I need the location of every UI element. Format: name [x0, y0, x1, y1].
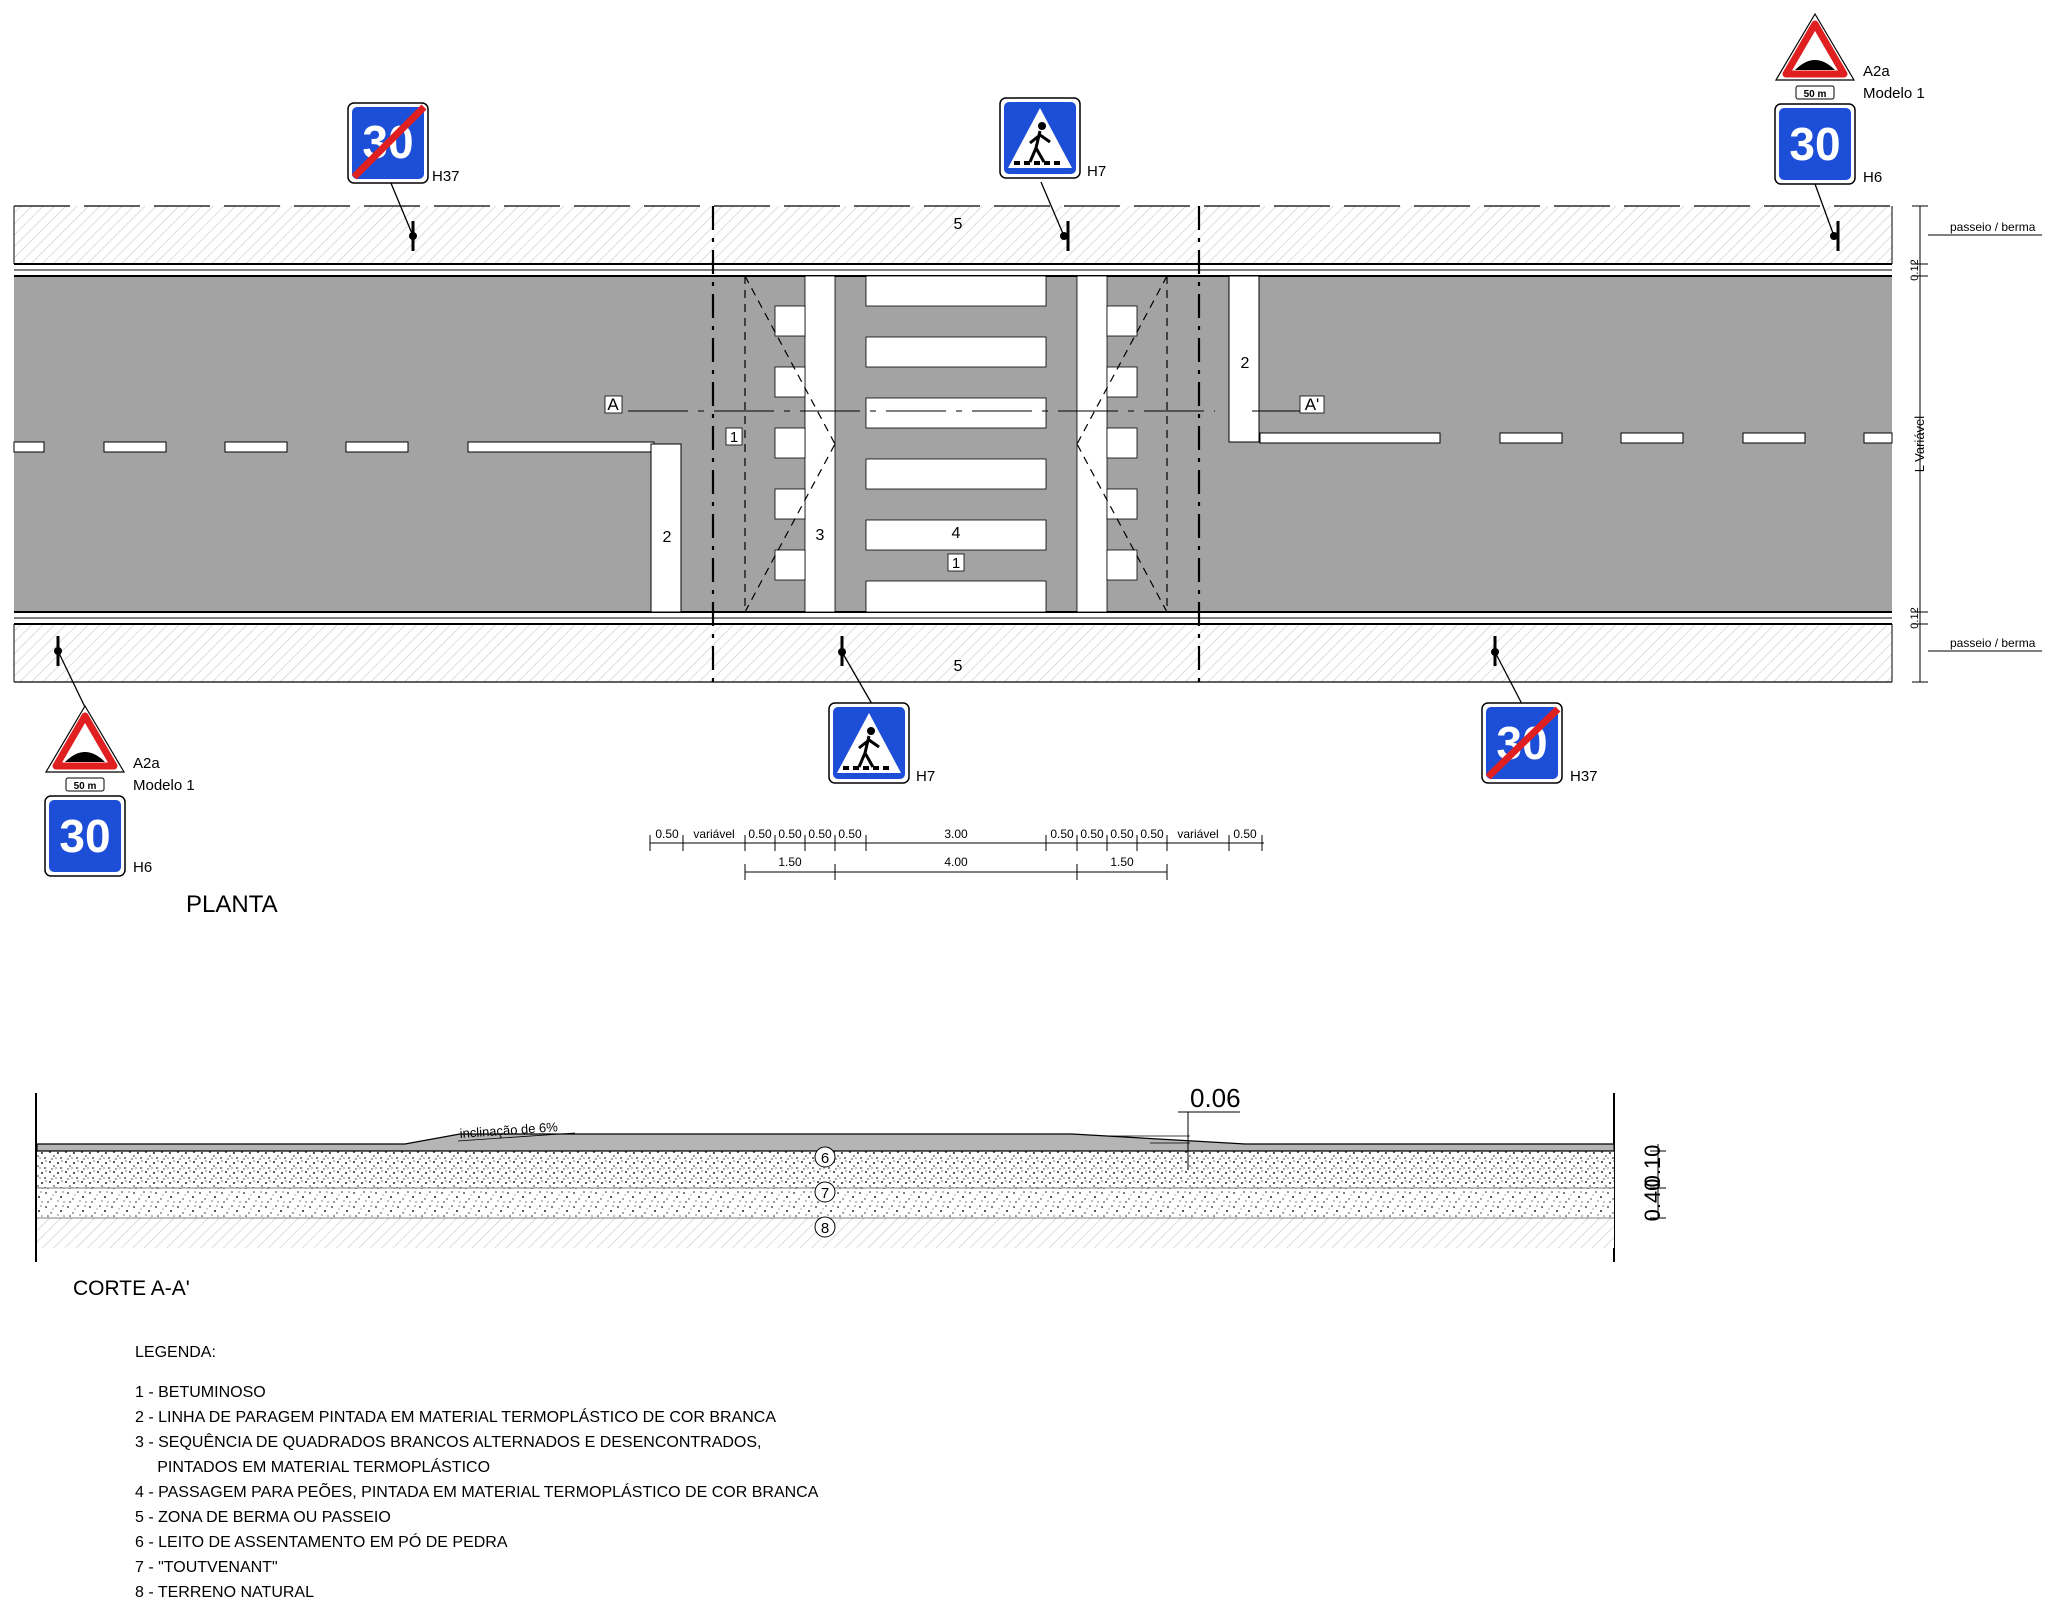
ramp-outline	[744, 275, 1168, 613]
dim-11: variável	[1177, 827, 1218, 841]
sign-h6-bottom: 30	[44, 795, 126, 877]
legend-item: 2 - LINHA DE PARAGEM PINTADA EM MATERIAL…	[135, 1409, 777, 1426]
sign-a2a-bottom-distance: 50 m	[74, 781, 97, 792]
stop-line-right	[1228, 275, 1260, 443]
dim-6: 3.00	[944, 827, 968, 841]
legend-item: 6 - LEITO DE ASSENTAMENTO EM PÓ DE PEDRA	[135, 1534, 508, 1551]
sign-h37-bottom: 30	[1481, 702, 1563, 784]
stop-line-marker-right: 2	[1241, 355, 1250, 372]
sidewalk-bottom	[14, 624, 1892, 682]
dim-8: 0.50	[1080, 827, 1104, 841]
legend-title: LEGENDA:	[135, 1344, 216, 1361]
legend-item: 3 - SEQUÊNCIA DE QUADRADOS BRANCOS ALTER…	[135, 1434, 762, 1451]
sign-a2a-bottom: 50 m	[44, 704, 126, 792]
sidewalk-label-top: passeio / berma	[1950, 220, 2036, 234]
stop-line-marker-left: 2	[663, 529, 672, 546]
dim-12: 0.50	[1233, 827, 1257, 841]
legend-item: 5 - ZONA DE BERMA OU PASSEIO	[135, 1509, 391, 1526]
hump-height-label: 0.06	[1190, 1083, 1241, 1113]
sign-a2a-bottom-model: Modelo 1	[133, 777, 195, 794]
thickness-top-label: 0.10	[1640, 1145, 1665, 1188]
width-dimensions	[1912, 205, 2042, 683]
dim-0: 0.50	[655, 827, 679, 841]
sign-h6-bottom-code: H6	[133, 859, 152, 876]
sign-h7-bottom-code: H7	[916, 768, 935, 785]
section-limits	[711, 206, 1201, 682]
layer-6-label: 6	[821, 1150, 829, 1167]
sign-h7-bottom	[828, 702, 910, 784]
dim-1: variável	[693, 827, 734, 841]
sign-h37-bottom-code: H37	[1570, 768, 1598, 785]
sign-a2a-top: 50 m	[1774, 12, 1856, 100]
dim-2: 0.50	[748, 827, 772, 841]
marker-1-centre: 1	[952, 555, 960, 572]
layer-8-label: 8	[821, 1220, 829, 1237]
sidewalk-top	[14, 206, 1892, 264]
crossing-dimensions	[649, 835, 1264, 880]
dim-7: 0.50	[1050, 827, 1074, 841]
section-title: CORTE A-A'	[73, 1277, 190, 1300]
zone-5-bottom: 5	[954, 658, 963, 675]
kerb-dim-bottom: 0.12	[1909, 607, 1921, 628]
stop-line-left	[650, 443, 682, 613]
legend-item: 7 - "TOUTVENANT"	[135, 1559, 278, 1576]
zebra-crossing	[865, 275, 1047, 613]
sign-a2a-top-code: A2a	[1863, 63, 1890, 80]
plan-view: A A' 5 5 2 2 1 1 3 4 passeio / berma pas…	[13, 205, 2042, 918]
sign-h6-top-number: 30	[1789, 118, 1840, 170]
cross-section: inclinação de 6% 0.06 6 7 8 0.10 0.40 CO…	[35, 1083, 1666, 1300]
dim-9: 0.50	[1110, 827, 1134, 841]
zone-5-top: 5	[954, 216, 963, 233]
sign-h37-top-code: H37	[432, 168, 460, 185]
sign-h6-bottom-number: 30	[59, 810, 110, 862]
legend-item: 4 - PASSAGEM PARA PEÕES, PINTADA EM MATE…	[135, 1484, 819, 1501]
section-label-a-prime: A'	[1305, 395, 1320, 414]
sign-h6-top: 30	[1774, 103, 1856, 185]
sign-post-dots	[54, 232, 1838, 656]
dim-row2-1: 4.00	[944, 855, 968, 869]
legend-item: 8 - TERRENO NATURAL	[135, 1584, 314, 1601]
centre-line-right	[1259, 432, 1893, 444]
sign-h37-top: 30	[347, 102, 429, 184]
kerb-dim-top: 0.12	[1909, 259, 1921, 280]
sign-a2a-top-distance: 50 m	[1804, 89, 1827, 100]
sign-h7-top-code: H7	[1087, 163, 1106, 180]
legend: LEGENDA: 1 - BETUMINOSO 2 - LINHA DE PAR…	[135, 1340, 1035, 1605]
alternating-squares	[774, 305, 1138, 581]
layer-7-label: 7	[821, 1185, 829, 1202]
sign-a2a-top-model: Modelo 1	[1863, 85, 1925, 102]
dim-3: 0.50	[778, 827, 802, 841]
sidewalk-label-bottom: passeio / berma	[1950, 636, 2036, 650]
section-label-a: A	[607, 395, 619, 414]
sign-h6-top-code: H6	[1863, 169, 1882, 186]
plan-title: PLANTA	[186, 891, 278, 918]
dim-5: 0.50	[838, 827, 862, 841]
marker-1-left: 1	[730, 429, 738, 446]
legend-item: 1 - BETUMINOSO	[135, 1384, 266, 1401]
dim-row2-0: 1.50	[778, 855, 802, 869]
dim-10: 0.50	[1140, 827, 1164, 841]
legend-item: PINTADOS EM MATERIAL TERMOPLÁSTICO	[135, 1459, 491, 1476]
dim-row2-2: 1.50	[1110, 855, 1134, 869]
road-width-label: L Variável	[1912, 416, 1927, 472]
speed-hump-columns	[804, 275, 1108, 613]
thickness-total-label: 0.40	[1640, 1179, 1665, 1222]
marker-4: 4	[952, 525, 961, 542]
dim-4: 0.50	[808, 827, 832, 841]
marker-3: 3	[816, 527, 825, 544]
sign-h7-top	[999, 97, 1081, 179]
sign-a2a-bottom-code: A2a	[133, 755, 160, 772]
